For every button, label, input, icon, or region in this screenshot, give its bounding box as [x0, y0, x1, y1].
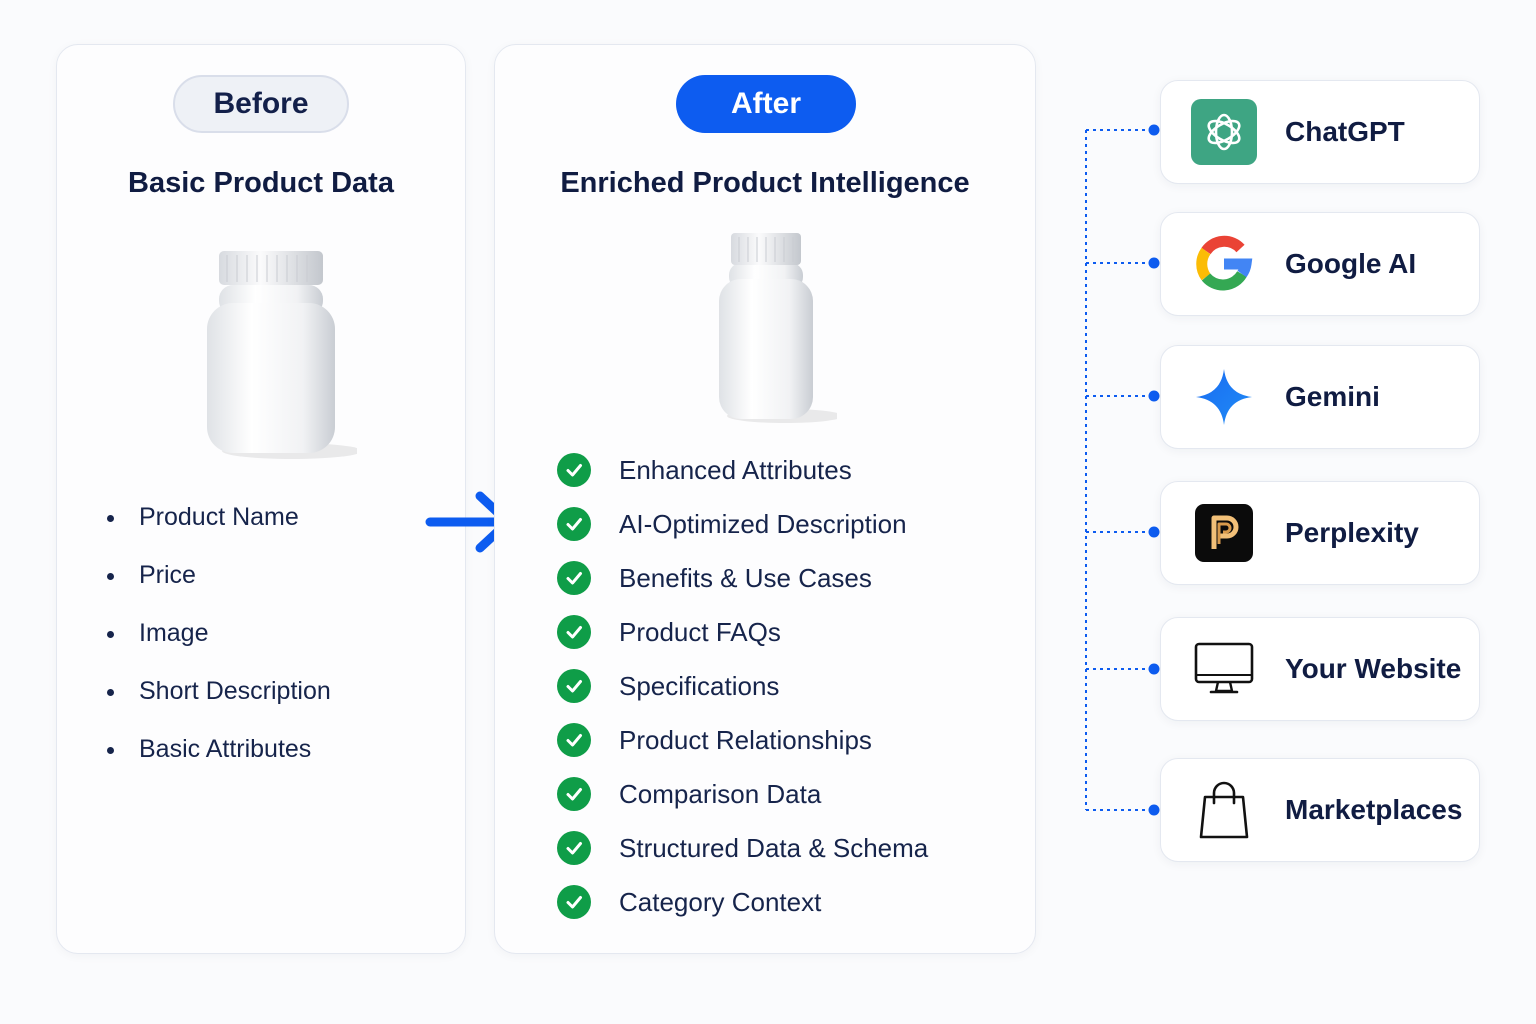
list-item-label: Basic Attributes — [139, 735, 312, 763]
before-title: Basic Product Data — [128, 167, 394, 199]
before-badge: Before — [173, 75, 349, 133]
list-item: Comparison Data — [557, 767, 928, 821]
target-label: Google AI — [1285, 248, 1417, 279]
list-item-label: Short Description — [139, 677, 331, 705]
list-item-label: Product Name — [139, 503, 299, 531]
list-item-label: Category Context — [619, 886, 822, 917]
list-item: Image — [105, 619, 331, 648]
monitor-icon — [1191, 636, 1257, 702]
list-item: Price — [105, 561, 331, 590]
chatgpt-logo-icon — [1191, 99, 1257, 165]
check-circle-icon — [557, 723, 591, 757]
check-circle-icon — [557, 885, 591, 919]
check-circle-icon — [557, 561, 591, 595]
list-item: Basic Attributes — [105, 735, 331, 764]
list-item: Specifications — [557, 659, 928, 713]
list-item: Product FAQs — [557, 605, 928, 659]
check-circle-icon — [557, 615, 591, 649]
target-label: Perplexity — [1285, 517, 1419, 548]
target-gemini: Gemini — [1160, 345, 1480, 449]
list-item-label: Product Relationships — [619, 724, 872, 755]
list-item-label: Enhanced Attributes — [619, 454, 852, 485]
check-circle-icon — [557, 831, 591, 865]
check-circle-icon — [557, 453, 591, 487]
list-item: Product Relationships — [557, 713, 928, 767]
target-marketplaces: Marketplaces — [1160, 758, 1480, 862]
check-circle-icon — [557, 669, 591, 703]
dotted-connector-lines — [1085, 124, 1160, 816]
list-item: AI-Optimized Description — [557, 497, 928, 551]
check-circle-icon — [557, 507, 591, 541]
target-label: Your Website — [1285, 653, 1462, 684]
gemini-sparkle-icon — [1191, 364, 1257, 430]
shopping-bag-icon — [1191, 777, 1257, 843]
basic-data-list: Product Name Price Image Short Descripti… — [105, 503, 331, 793]
target-label: ChatGPT — [1285, 116, 1405, 147]
enriched-data-list: Enhanced Attributes AI-Optimized Descrip… — [557, 443, 928, 929]
list-item-label: Specifications — [619, 670, 780, 701]
list-item: Structured Data & Schema — [557, 821, 928, 875]
list-item-label: Product FAQs — [619, 616, 781, 647]
list-item-label: Structured Data & Schema — [619, 832, 929, 863]
before-card: Before Basic Product Data Product Name P… — [56, 44, 466, 954]
list-item: Short Description — [105, 677, 331, 706]
supplement-bottle-image — [207, 251, 357, 459]
list-item-label: Price — [139, 561, 196, 589]
check-circle-icon — [557, 777, 591, 811]
after-card: After Enriched Product Intelligence Enha… — [494, 44, 1036, 954]
list-item: Benefits & Use Cases — [557, 551, 928, 605]
list-item-label: Benefits & Use Cases — [619, 562, 872, 593]
list-item-label: Image — [139, 619, 209, 647]
target-your-website: Your Website — [1160, 617, 1480, 721]
list-item-label: AI-Optimized Description — [619, 508, 907, 539]
supplement-bottle-image — [719, 233, 837, 423]
target-perplexity: Perplexity — [1160, 481, 1480, 585]
after-title: Enriched Product Intelligence — [560, 167, 970, 199]
target-label: Marketplaces — [1285, 794, 1463, 825]
google-g-icon — [1191, 231, 1257, 297]
target-label: Gemini — [1285, 381, 1380, 412]
target-google-ai: Google AI — [1160, 212, 1480, 316]
perplexity-logo-icon — [1191, 500, 1257, 566]
after-badge: After — [676, 75, 856, 133]
list-item: Category Context — [557, 875, 928, 929]
list-item: Product Name — [105, 503, 331, 532]
list-item: Enhanced Attributes — [557, 443, 928, 497]
target-chatgpt: ChatGPT — [1160, 80, 1480, 184]
list-item-label: Comparison Data — [619, 778, 822, 809]
